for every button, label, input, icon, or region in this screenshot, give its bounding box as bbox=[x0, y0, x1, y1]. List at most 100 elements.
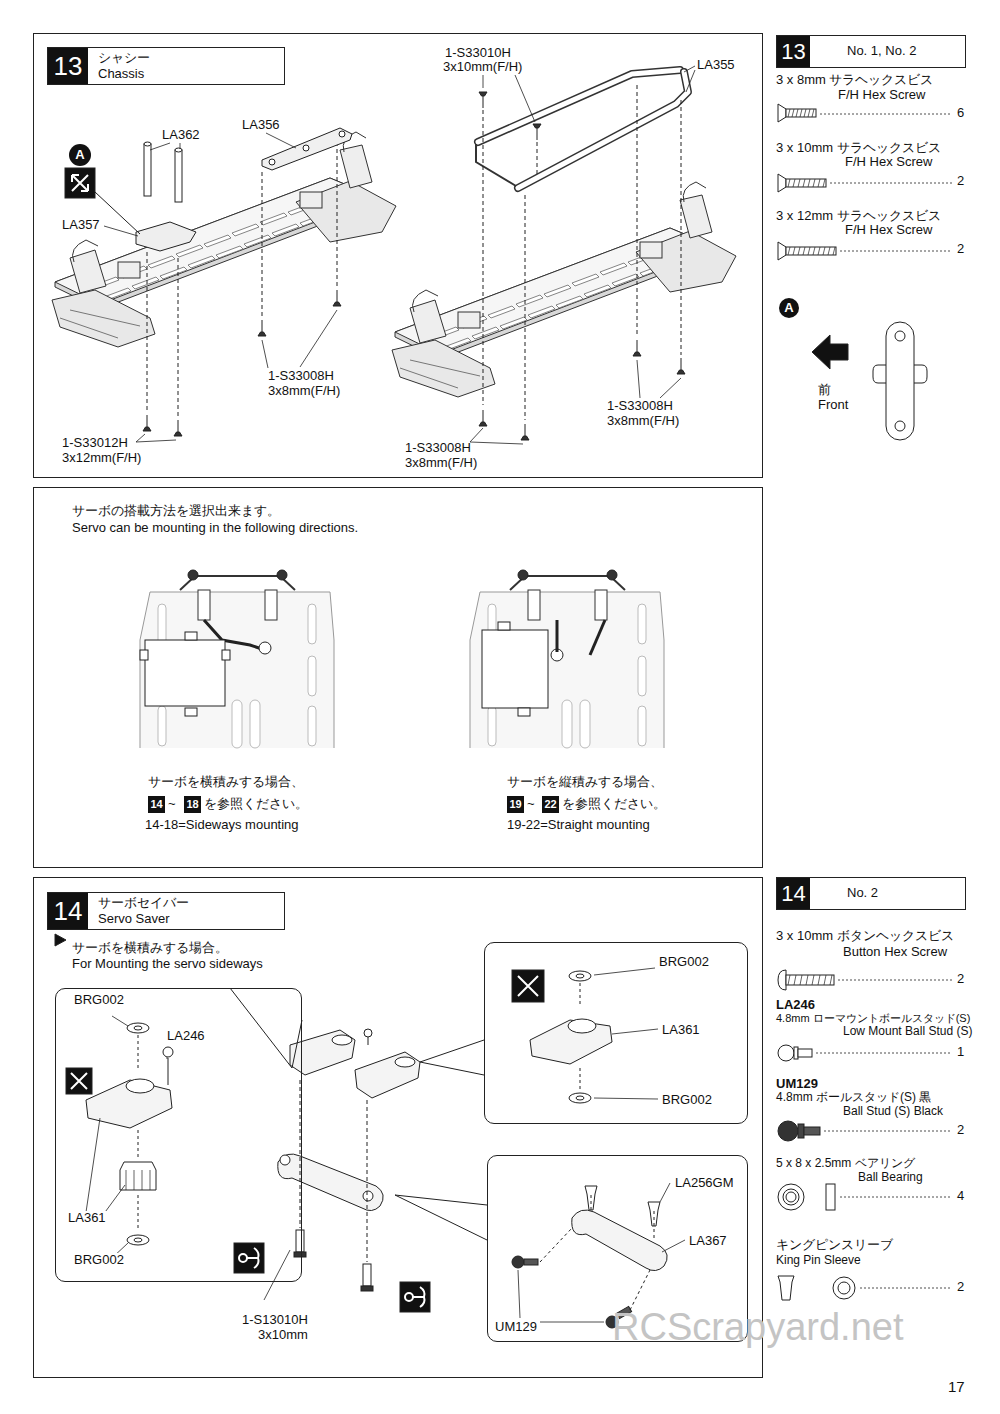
parts-list-13-shape bbox=[895, 421, 905, 431]
parts-list-text: 3 x 10mm サラヘックスビス bbox=[776, 141, 941, 156]
step13-right-parts-shape bbox=[478, 70, 680, 142]
servo-saver-drawing-shape bbox=[569, 1093, 591, 1103]
parts-list-13-shape bbox=[895, 331, 905, 341]
servo-saver-drawing-shape bbox=[166, 1058, 168, 1059]
step-header: 14サーボセイバーServo Saver bbox=[47, 892, 285, 930]
parts-list-text: 2 bbox=[957, 1280, 964, 1295]
servo-saver-drawing-shape bbox=[591, 1195, 592, 1212]
instruction-note: を参照ください。 bbox=[204, 797, 308, 812]
step13-right-parts-shape bbox=[479, 410, 487, 426]
step13-left-parts-shape bbox=[262, 340, 268, 368]
step13-left-parts-shape bbox=[65, 168, 95, 198]
servo-mounting-views-shape bbox=[590, 620, 605, 655]
step13-left-parts-shape bbox=[175, 148, 182, 152]
servo-saver-drawing-shape bbox=[395, 1057, 415, 1067]
parts-list-13-shape bbox=[786, 109, 816, 117]
instruction-note: サーボの搭載方法を選択出来ます。 bbox=[72, 504, 280, 519]
step13-right-parts-shape bbox=[479, 92, 487, 108]
parts-list-text: 前 bbox=[818, 383, 831, 398]
step-number: 14 bbox=[148, 796, 165, 813]
step-number: 14 bbox=[48, 893, 88, 929]
parts-list-13-shape bbox=[778, 174, 786, 192]
part-callout: 3x8mm(F/H) bbox=[405, 456, 477, 471]
view-marker: A bbox=[779, 298, 799, 318]
step13-left-parts-shape bbox=[95, 192, 140, 234]
servo-mounting-views bbox=[140, 570, 664, 748]
illustration-shape bbox=[34, 878, 763, 1378]
step-number: 19 bbox=[507, 796, 524, 813]
step-number: 18 bbox=[184, 796, 201, 813]
step13-right-parts-shape bbox=[521, 424, 529, 440]
servo-saver-drawing-shape bbox=[230, 988, 302, 1068]
servo-saver-drawing-shape bbox=[126, 1079, 154, 1093]
watermark: RCScrapyard.net bbox=[612, 1306, 903, 1350]
step13-left-parts-shape bbox=[174, 420, 182, 436]
page-number: 17 bbox=[948, 1378, 965, 1395]
parts-list-text: 4 bbox=[957, 1189, 964, 1204]
parts-list-text: LA246 bbox=[776, 998, 815, 1013]
parts-list-text: 4.8mm ボールスタッド(S) 黒 bbox=[776, 1091, 931, 1105]
step13-left-parts-shape bbox=[180, 143, 181, 149]
servo-mounting-views-shape bbox=[140, 570, 334, 748]
servo-saver-drawing-shape bbox=[280, 1155, 290, 1165]
parts-list-text: 2 bbox=[957, 1123, 964, 1138]
step-title: No. 2 bbox=[847, 886, 878, 901]
parts-list-text: Front bbox=[818, 398, 848, 413]
servo-saver-drawing-shape bbox=[405, 1293, 413, 1301]
servo-mounting-views-shape bbox=[222, 650, 230, 660]
callout-bubble: BRG002LA246LA361BRG002 bbox=[55, 988, 302, 1282]
servo-saver-drawing-shape bbox=[518, 1270, 520, 1318]
part-callout: 3x10mm(F/H) bbox=[443, 60, 522, 75]
parts-list-text: Ball Stud (S) Black bbox=[843, 1105, 943, 1119]
step13-left-parts bbox=[65, 128, 352, 442]
step13-right-parts-shape bbox=[483, 110, 484, 405]
part-callout: LA355 bbox=[697, 58, 735, 73]
parts-list-text: Button Hex Screw bbox=[843, 945, 947, 960]
servo-saver-drawing-shape bbox=[126, 1170, 150, 1190]
servo-saver-drawing-shape bbox=[168, 1058, 169, 1085]
step13-right-parts-shape bbox=[633, 340, 641, 356]
parts-list-13-shape bbox=[778, 104, 786, 122]
step-number: 22 bbox=[542, 796, 559, 813]
parts-list-14-shape bbox=[778, 1184, 804, 1210]
servo-saver-drawing-shape bbox=[332, 1035, 352, 1045]
part-callout: LA362 bbox=[162, 128, 200, 143]
servo-saver-drawing-shape bbox=[512, 1256, 524, 1268]
parts-list-text: 3 x 12mm サラヘックスビス bbox=[776, 209, 941, 224]
parts-list-14-shape bbox=[783, 1189, 799, 1205]
parts-list-13-shape bbox=[873, 365, 927, 383]
step-number: 14 bbox=[777, 878, 810, 909]
servo-saver-drawing-shape bbox=[120, 1162, 156, 1190]
parts-list-14-shape bbox=[860, 1288, 952, 1289]
part-callout: 3x8mm(F/H) bbox=[607, 414, 679, 429]
part-callout: 1-S13010H bbox=[242, 1313, 308, 1328]
servo-saver-drawing-shape bbox=[524, 1259, 538, 1265]
part-callout: 1-S33012H bbox=[62, 436, 128, 451]
parts-list-13-shape bbox=[788, 247, 835, 255]
step13-left-parts-shape bbox=[136, 434, 145, 442]
parts-list-13-shape bbox=[820, 114, 952, 115]
servo-saver-drawing-shape bbox=[71, 1073, 87, 1089]
parts-list-14-shape bbox=[824, 1131, 952, 1132]
servo-saver-drawing-shape bbox=[395, 1195, 487, 1240]
step13-left-parts-shape bbox=[104, 226, 138, 236]
step13-right-parts-shape bbox=[533, 124, 541, 140]
parts-list-13-shape bbox=[830, 183, 952, 184]
step-number-box: 18 bbox=[184, 796, 201, 813]
step-number-box: 19 bbox=[507, 796, 524, 813]
parts-list-text: 6 bbox=[957, 106, 964, 121]
step13-left-parts-shape bbox=[150, 143, 170, 150]
instruction-note: ~ bbox=[527, 797, 535, 812]
parts-list-text: 3 x 8mm サラヘックスビス bbox=[776, 73, 933, 88]
step13-right-parts-shape bbox=[637, 360, 640, 398]
step13-right-parts-shape bbox=[515, 75, 535, 122]
parts-list-text: 2 bbox=[957, 972, 964, 987]
servo-saver-drawing-shape bbox=[138, 1035, 139, 1068]
part-label: BRG002 bbox=[658, 955, 710, 970]
step13-right-parts-shape bbox=[686, 70, 695, 92]
step13-left-parts-shape bbox=[303, 145, 309, 151]
servo-saver-drawing-shape bbox=[127, 1023, 149, 1033]
servo-saver-drawing-shape bbox=[138, 1195, 139, 1230]
servo-saver-drawing-shape bbox=[294, 1252, 306, 1257]
parts-list-14-shape bbox=[798, 1124, 804, 1138]
